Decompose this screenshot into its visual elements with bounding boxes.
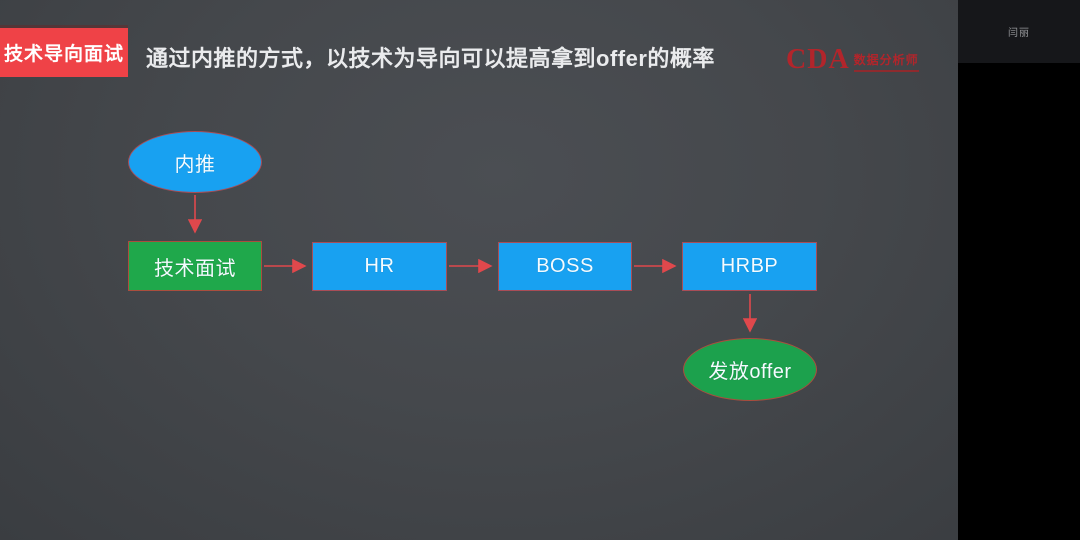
flow-node-offer-label: 发放offer — [708, 361, 792, 383]
flow-node-hr: HR — [312, 242, 447, 291]
participant-name: 闫丽 — [1008, 28, 1030, 39]
flow-node-hrbp: HRBP — [682, 242, 817, 291]
flow-node-hr-label: HR — [364, 255, 395, 277]
flow-arrows — [187, 195, 758, 333]
flow-node-boss: BOSS — [498, 242, 632, 291]
cda-logo-side: 数据分析师 — [853, 51, 919, 72]
cda-logo-underline — [853, 70, 919, 72]
cda-logo-text: CDA — [786, 44, 850, 75]
slide-ribbon-label: 技术导向面试 — [0, 28, 128, 77]
flow-node-boss-label: BOSS — [536, 255, 594, 277]
participant-sidebar: 闫丽 — [958, 0, 1080, 540]
ribbon-text: 技术导向面试 — [3, 44, 124, 65]
flow-node-tech-interview: 技术面试 — [128, 241, 262, 291]
slide-title: 通过内推的方式，以技术为导向可以提高拿到offer的概率 — [146, 46, 715, 71]
flow-node-referral-label: 内推 — [174, 153, 216, 176]
participant-video-tile[interactable]: 闫丽 — [958, 0, 1080, 63]
flow-node-offer: 发放offer — [683, 338, 817, 401]
cda-logo-subtext: 数据分析师 — [853, 53, 919, 67]
slide-canvas: 技术导向面试 通过内推的方式，以技术为导向可以提高拿到offer的概率 CDA … — [0, 0, 958, 540]
flow-node-hrbp-label: HRBP — [720, 255, 779, 277]
flow-node-tech-interview-label: 技术面试 — [154, 257, 236, 280]
flow-node-referral: 内推 — [128, 131, 262, 193]
cda-logo: CDA 数据分析师 — [786, 44, 919, 75]
